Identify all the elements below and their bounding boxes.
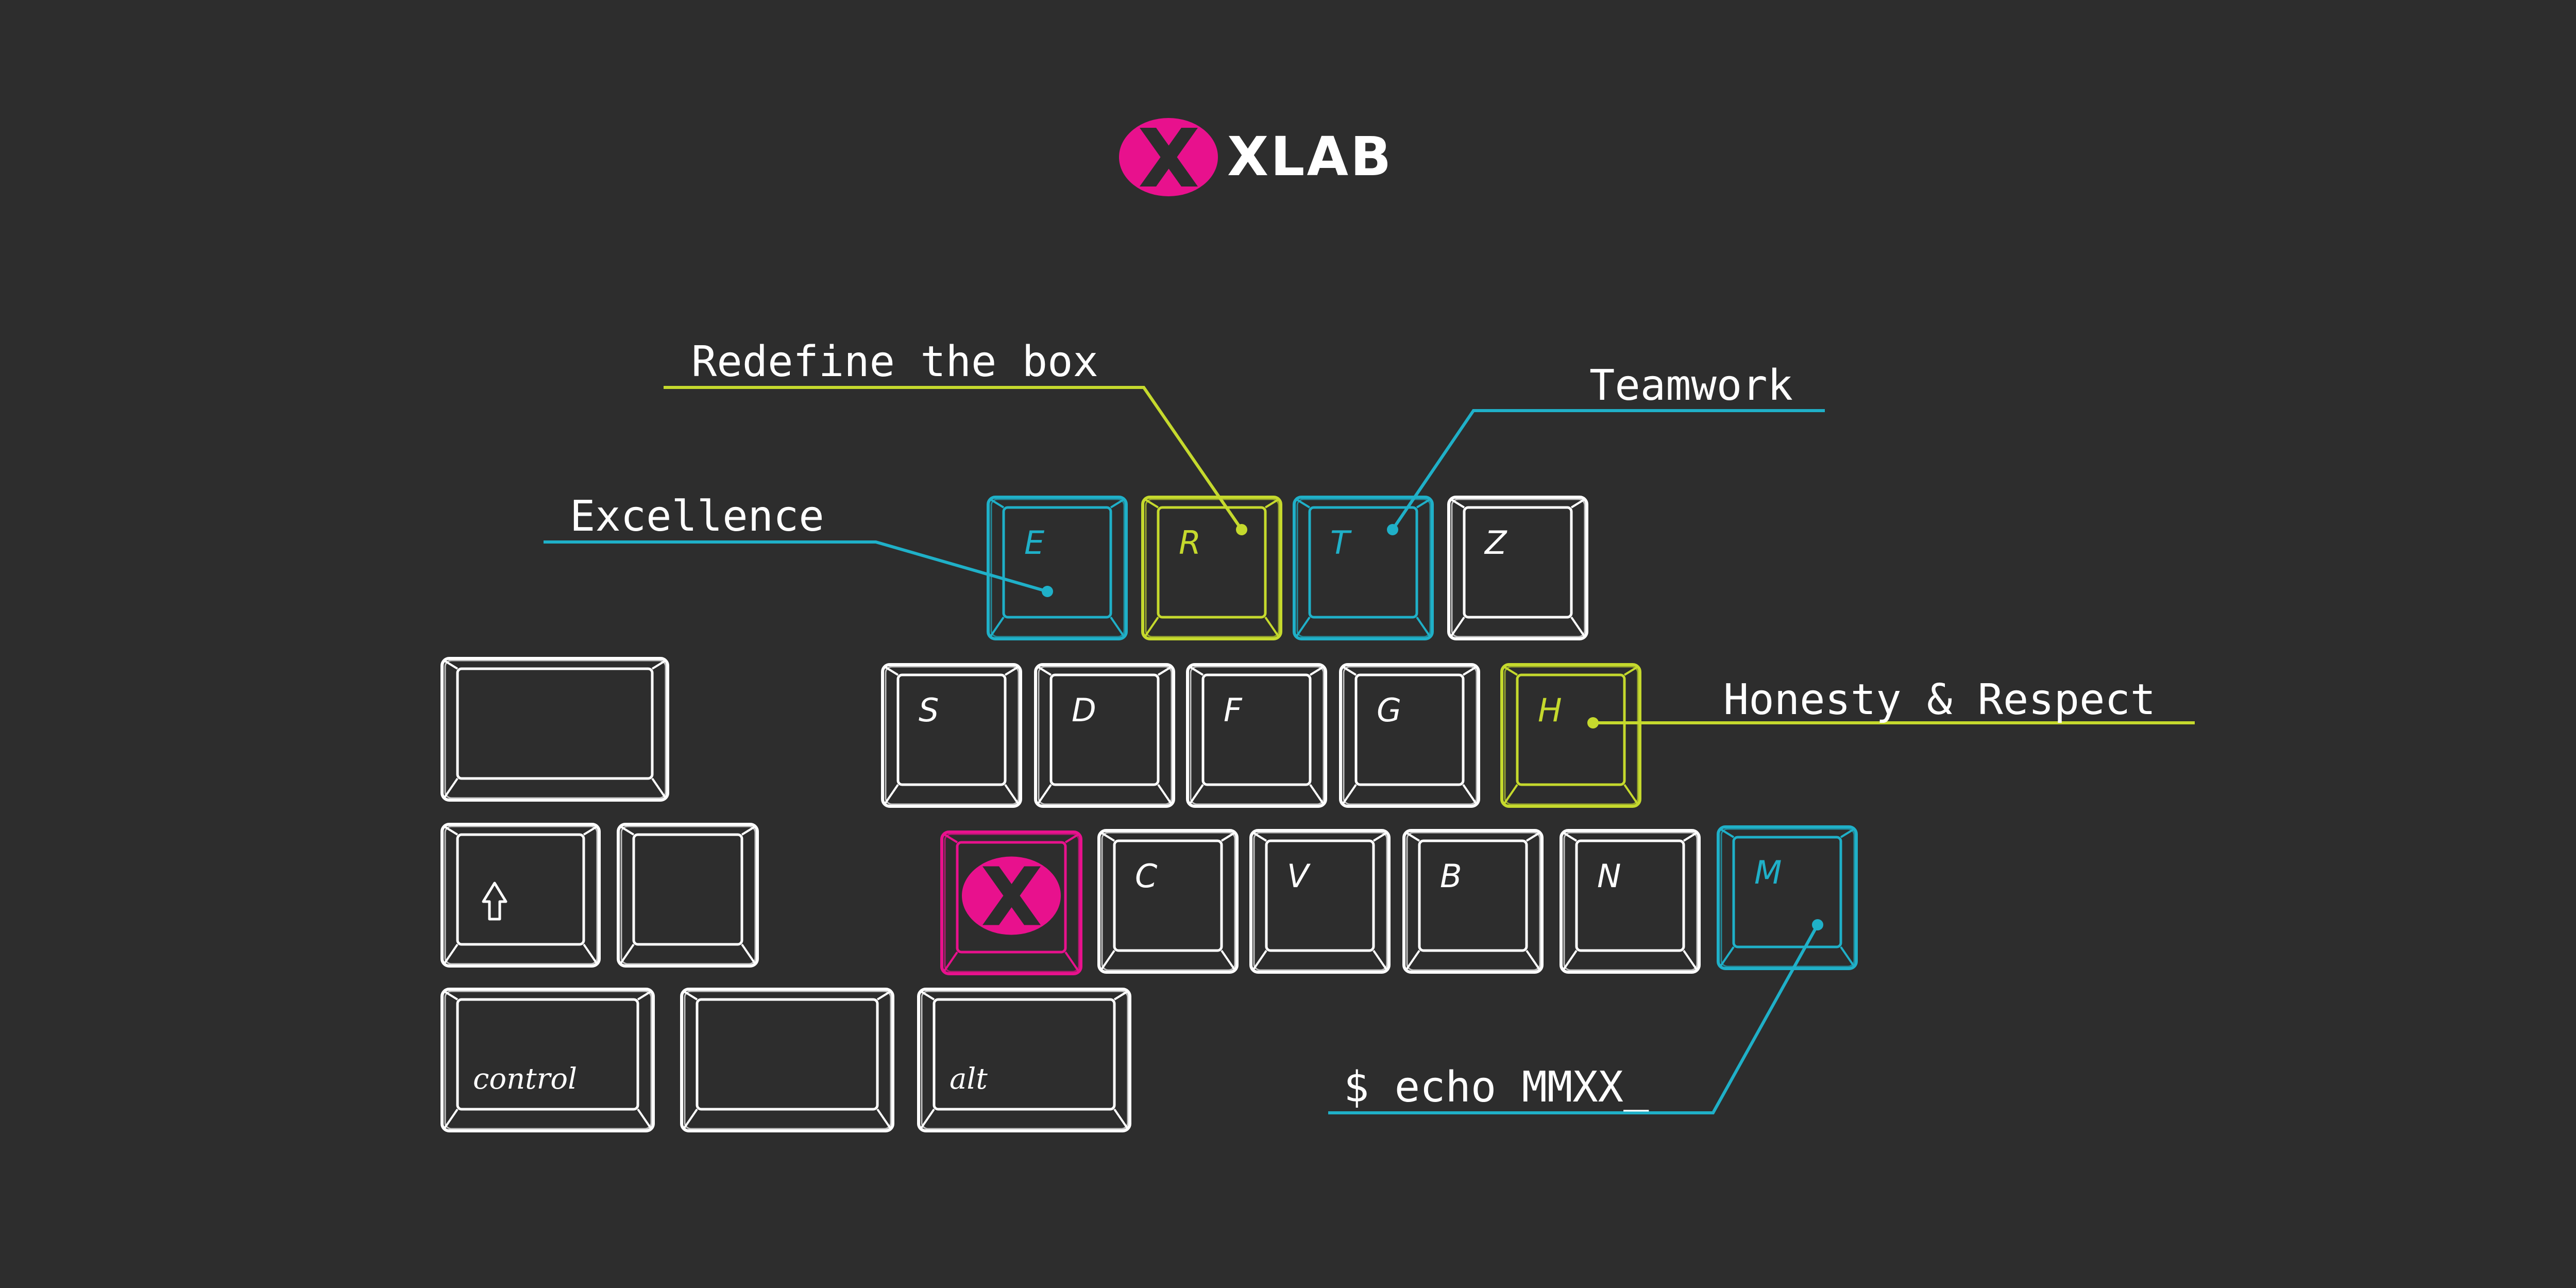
key-d[interactable]: D xyxy=(1034,663,1175,808)
key-h-label: H xyxy=(1538,691,1562,729)
key-d-label: D xyxy=(1072,691,1096,729)
key-f[interactable]: F xyxy=(1186,663,1327,808)
key-r[interactable]: R xyxy=(1141,496,1282,640)
key-f-label: F xyxy=(1224,691,1243,729)
logo-text: XLAB xyxy=(1227,125,1393,188)
key-m[interactable]: M xyxy=(1717,825,1858,970)
key-z[interactable]: Z xyxy=(1447,496,1588,640)
key-alt[interactable]: alt xyxy=(917,988,1131,1132)
echo-leader-line xyxy=(1328,924,1819,1114)
callout-lines xyxy=(544,386,2195,1114)
key-e[interactable]: E xyxy=(987,496,1128,640)
key-blank-bottom[interactable] xyxy=(680,988,894,1132)
xlab-x-icon xyxy=(962,856,1061,935)
key-blank-top-left[interactable] xyxy=(440,657,669,802)
key-s-label: S xyxy=(919,691,939,729)
key-xlab[interactable] xyxy=(940,831,1082,975)
honesty-dot xyxy=(1587,717,1599,728)
key-blank-mid[interactable] xyxy=(617,823,759,968)
teamwork-leader-line xyxy=(1391,409,1825,531)
key-c[interactable]: C xyxy=(1097,829,1239,974)
key-t-label: T xyxy=(1330,524,1352,562)
key-e-label: E xyxy=(1024,524,1045,562)
key-g-label: G xyxy=(1377,691,1401,729)
redefine-dot xyxy=(1236,524,1247,535)
callout-excellence: Excellence xyxy=(570,492,824,541)
teamwork-dot xyxy=(1387,524,1398,535)
xlab-x-icon xyxy=(1119,118,1218,196)
echo-dot xyxy=(1812,919,1823,930)
key-v[interactable]: V xyxy=(1249,829,1391,974)
key-n-label: N xyxy=(1597,857,1621,895)
callout-honesty: Honesty & Respect xyxy=(1723,675,2156,724)
key-g[interactable]: G xyxy=(1339,663,1480,808)
key-n[interactable]: N xyxy=(1560,829,1701,974)
key-c-label: C xyxy=(1135,857,1158,895)
callout-redefine: Redefine the box xyxy=(691,337,1098,386)
key-b-label: B xyxy=(1440,857,1462,895)
key-m-label: M xyxy=(1754,854,1782,891)
callout-echo: $ echo MMXX_ xyxy=(1344,1063,1649,1112)
key-z-label: Z xyxy=(1484,524,1507,562)
key-control-label: control xyxy=(473,1062,577,1096)
key-s[interactable]: S xyxy=(881,663,1022,808)
key-t[interactable]: T xyxy=(1293,496,1434,640)
redefine-leader-line xyxy=(664,386,1243,531)
callout-teamwork: Teamwork xyxy=(1589,361,1793,410)
xlab-logo: XLAB xyxy=(1119,118,1393,196)
shift-arrow-icon xyxy=(482,882,507,921)
key-control[interactable]: control xyxy=(440,988,655,1132)
key-r-label: R xyxy=(1179,524,1201,562)
key-alt-label: alt xyxy=(950,1062,988,1096)
excellence-dot xyxy=(1042,586,1053,597)
key-h[interactable]: H xyxy=(1500,663,1641,808)
key-v-label: V xyxy=(1287,857,1311,895)
key-shift[interactable] xyxy=(440,823,601,968)
callout-texts: Redefine the box Teamwork Excellence Hon… xyxy=(570,337,2156,1112)
excellence-leader-line xyxy=(544,540,1048,593)
key-b[interactable]: B xyxy=(1402,829,1544,974)
